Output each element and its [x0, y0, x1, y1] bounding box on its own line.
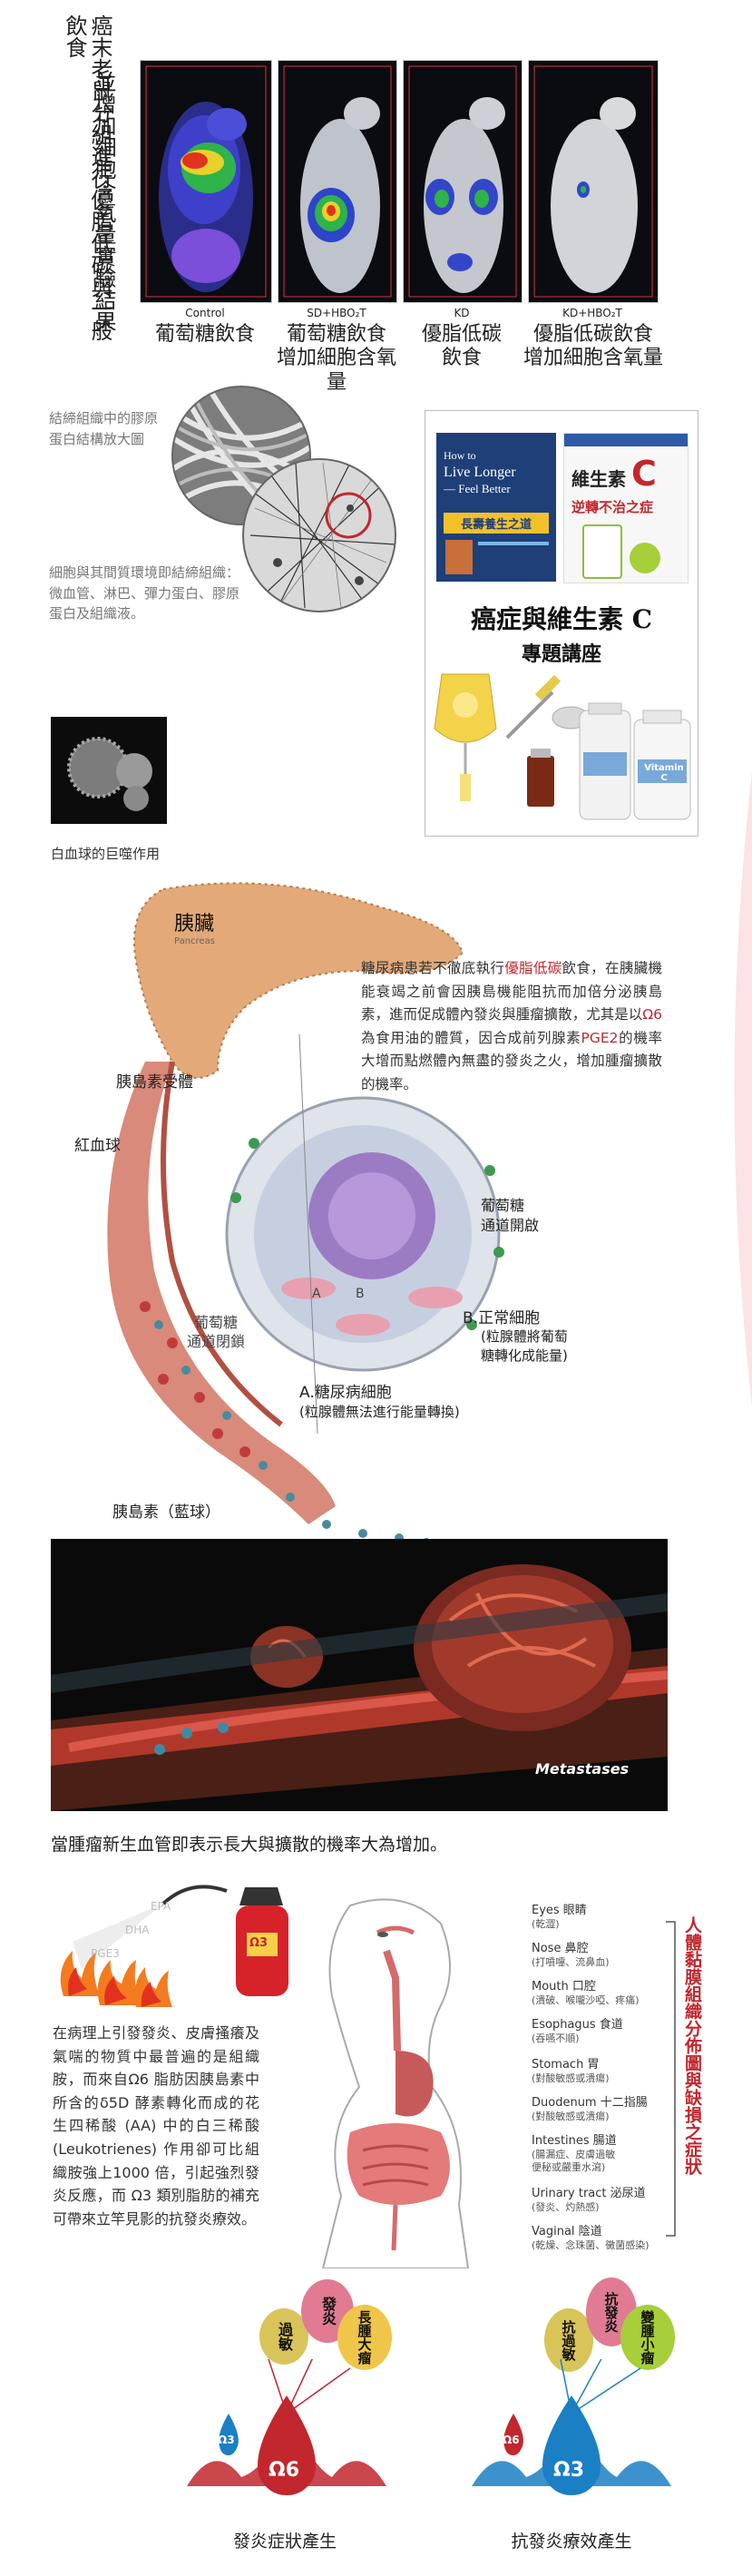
right-caption: 抗發炎療效產生	[511, 2532, 632, 2552]
macrophage-image	[51, 717, 167, 824]
omega6-drop-graphic	[187, 2359, 386, 2495]
organ-duodenum: Duodenum 十二指腸(對酸敏感或潰瘍)	[532, 2096, 648, 2123]
metastases-label: Metastases	[535, 1760, 630, 1778]
book-title-zh: 長壽養生之道	[444, 513, 549, 534]
right-drop-big-label: Ω3	[553, 2459, 585, 2482]
omega3-drop-graphic	[472, 2359, 671, 2495]
diabetes-paragraph: 糖尿病患若不徹底執行優脂低碳飲食，在胰臟機能衰竭之前會因胰島機能阻抗而加倍分泌胰…	[361, 960, 662, 1092]
omega-paragraph: 在病理上引發發炎、皮膚搔癢及氣喘的物質中最普遍的是組織胺，而來自Ω6 脂肪因胰島…	[53, 2024, 259, 2228]
mouse-scan-image	[278, 61, 396, 302]
metastases-image	[51, 1539, 668, 1811]
collagen-caption: 結締組織中的膠原蛋白結構放大圖	[49, 410, 159, 447]
book2-bottle	[582, 524, 622, 579]
book-stripe	[478, 542, 549, 545]
glucose-closed-label: 葡萄糖 通道閉鎖	[187, 1314, 246, 1350]
mouse-panel-kd-hbo	[528, 60, 659, 303]
fire-extinguisher-graphic	[60, 1885, 288, 2007]
vitamin-bottle-label: Vitamin C	[644, 763, 684, 783]
human-body-diagram	[321, 1898, 470, 2268]
seminar-subtitle: 專題講座	[521, 642, 601, 666]
cell-letter-a: A	[312, 1287, 321, 1301]
mouse-scan-image	[404, 61, 522, 302]
organ-vaginal: Vaginal 陰道(乾燥、念珠菌、黴菌感染)	[532, 2225, 649, 2252]
insulin-label: 胰島素（藍球）	[112, 1503, 220, 1522]
macrophage-caption: 白血球的巨噬作用	[51, 846, 161, 862]
panel-label-zh: 優脂低碳飲食 增加細胞含氧量	[522, 323, 663, 370]
normal-cell-label: B.正常細胞 (粒腺體將葡萄 糖轉化成能量)	[463, 1309, 568, 1364]
extinguisher-label: Ω3	[249, 1936, 269, 1950]
diabetic-cell-label: A.糖尿病細胞 (粒腺體無法進行能量轉換)	[299, 1384, 460, 1420]
right-drop-small-label: Ω6	[503, 2434, 520, 2446]
fire-label-epa: EPA	[151, 1900, 171, 1913]
cell-letter-b: B	[356, 1287, 365, 1301]
panel-label-zh: 優脂低碳 飲食	[421, 323, 502, 370]
organ-urinary-tract: Urinary tract 泌尿道(發炎、灼熱感)	[532, 2187, 646, 2214]
bubble-tumor-grow: 長腫大瘤	[337, 2305, 392, 2370]
bubble-tumor-shrink: 變腫小瘤	[620, 2305, 675, 2370]
book-title-en: How to Live Longer — Feel Better	[444, 449, 516, 496]
receptor-label: 胰島素受體	[116, 1073, 193, 1092]
bubble-allergy: 過敏	[259, 2308, 308, 2365]
book-top-band	[564, 434, 688, 446]
book2-lime	[630, 543, 660, 573]
bubble-anti-allergy: 抗過敏	[544, 2308, 593, 2372]
collagen-magnified-image	[171, 386, 396, 612]
pancreas-label: 胰臟 Pancreas	[174, 913, 215, 946]
vertical-title-sub: 並增加細胞含氧量實驗結果	[91, 71, 116, 332]
mucosa-side-title: 人體黏膜組織分佈圖與缺損之症狀	[682, 1916, 702, 2175]
decorative-arc	[734, 771, 752, 1406]
panel-label-en: SD+HBO₂T	[307, 307, 366, 319]
bracket-line	[666, 1921, 676, 2237]
organ-intestines: Intestines 腸道(腸漏症、皮膚過敏 便秘或嚴重水瀉)	[532, 2134, 617, 2173]
mouse-scan-image	[141, 61, 271, 302]
mouse-panel-kd	[403, 60, 522, 303]
organ-mouth: Mouth 口腔(潰破、喉嚨沙啞、疼痛)	[532, 1980, 640, 2007]
pancreas-insulin-diagram	[107, 882, 504, 1547]
book2-subtitle: 逆轉不治之症	[571, 499, 654, 515]
mouse-scan-image	[529, 61, 658, 302]
vertical-title-main: 癌末老鼠分組進行優脂低碳與一般飲食	[62, 15, 112, 341]
fire-label-pge3: PGE3	[91, 1947, 120, 1960]
book-longer-life: How to Live Longer — Feel Better 長壽養生之道	[436, 433, 556, 582]
organ-eyes: Eyes 眼睛(乾澀)	[532, 1904, 587, 1931]
seminar-box: How to Live Longer — Feel Better 長壽養生之道 …	[425, 410, 698, 837]
mouse-panel-sd-hbo	[278, 60, 397, 303]
left-drop-big-label: Ω6	[269, 2459, 300, 2482]
book-portrait	[445, 540, 473, 574]
panel-label-en: KD+HBO₂T	[562, 307, 622, 319]
organ-stomach: Stomach 胃(對酸敏感或潰瘍)	[532, 2058, 610, 2085]
left-drop-small-label: Ω3	[218, 2434, 235, 2446]
organ-esophagus: Esophagus 食道(吞嚥不順)	[532, 2018, 623, 2045]
panel-label-en: Control	[185, 307, 225, 319]
panel-label-en: KD	[454, 307, 470, 319]
fire-label-dha: DHA	[125, 1924, 150, 1936]
glucose-open-label: 葡萄糖 通道開啟	[481, 1197, 540, 1235]
left-caption: 發炎症狀產生	[232, 2532, 337, 2552]
organ-nose: Nose 鼻腔(打噴嚏、流鼻血)	[532, 1942, 610, 1969]
mouse-panel-control	[140, 60, 272, 303]
cells-caption: 細胞與其間質環境即結締組織：微血管、淋巴、彈力蛋白、膠原蛋白及組織液。	[49, 564, 240, 622]
rbc-label: 紅血球	[74, 1137, 121, 1155]
seminar-title: 癌症與維生素 C	[470, 604, 653, 634]
panel-label-zh: 葡萄糖飲食 增加細胞含氧量	[276, 323, 396, 394]
panel-label-zh: 葡萄糖飲食	[154, 323, 255, 346]
iv-vitamin-image	[434, 673, 691, 820]
metastases-caption: 當腫瘤新生血管即表示長大與擴散的機率大為增加。	[51, 1835, 448, 1855]
